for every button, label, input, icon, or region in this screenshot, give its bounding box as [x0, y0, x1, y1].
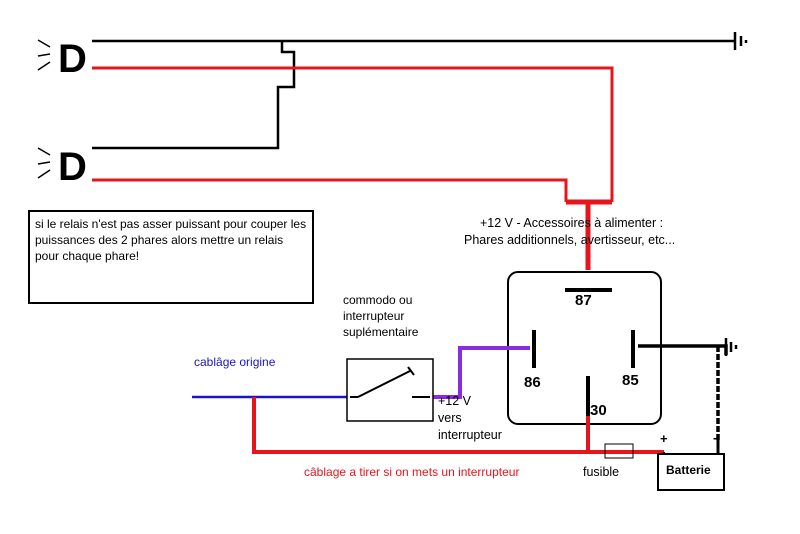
switch-supply-line-2: vers: [438, 411, 462, 425]
pin-30-label: 30: [590, 402, 607, 419]
positive-wire-headlights: [92, 66, 614, 270]
headlight-1: D: [37, 37, 87, 81]
fuse-label: fusible: [583, 465, 620, 479]
battery-plus: +: [660, 431, 668, 446]
cable-to-pull: [252, 397, 664, 454]
pin-85-label: 85: [622, 372, 639, 389]
pin-87-label: 87: [575, 292, 592, 309]
switch-label-line-2: interrupteur: [343, 309, 405, 323]
pin-86-label: 86: [524, 374, 541, 391]
switch-label-line-3: suplémentaire: [343, 325, 419, 339]
battery: [657, 453, 725, 491]
accessories-line-2: Phares additionnels, avertisseur, etc...: [464, 233, 676, 247]
control-wire: [418, 346, 530, 399]
accessories-line-1: +12 V - Accessoires à alimenter :: [480, 216, 664, 230]
ground-wire-headlights: [92, 39, 735, 150]
cable-note: câblage a tirer si on mets un interrupte…: [304, 465, 520, 479]
ground-symbol-top: [733, 32, 748, 50]
ground-symbol-relay: [724, 338, 738, 356]
headlight-2: D: [37, 145, 87, 189]
original-wiring-label: cablâge origine: [194, 355, 276, 369]
switch-label-line-1: commodo ou: [343, 293, 413, 307]
switch-box: [346, 358, 434, 422]
switch-supply-line-1: +12 V: [438, 394, 472, 408]
headlight-1-symbol: D: [58, 37, 87, 81]
headlight-2-symbol: D: [58, 145, 87, 189]
note-box: si le relais n'est pas asser puissant po…: [28, 210, 314, 304]
switch-supply-line-3: interrupteur: [438, 428, 502, 442]
battery-minus: -: [713, 430, 718, 445]
battery-label: Batterie: [666, 463, 711, 477]
relay-pin-bars: [532, 288, 635, 416]
switch-contact: [350, 370, 430, 398]
